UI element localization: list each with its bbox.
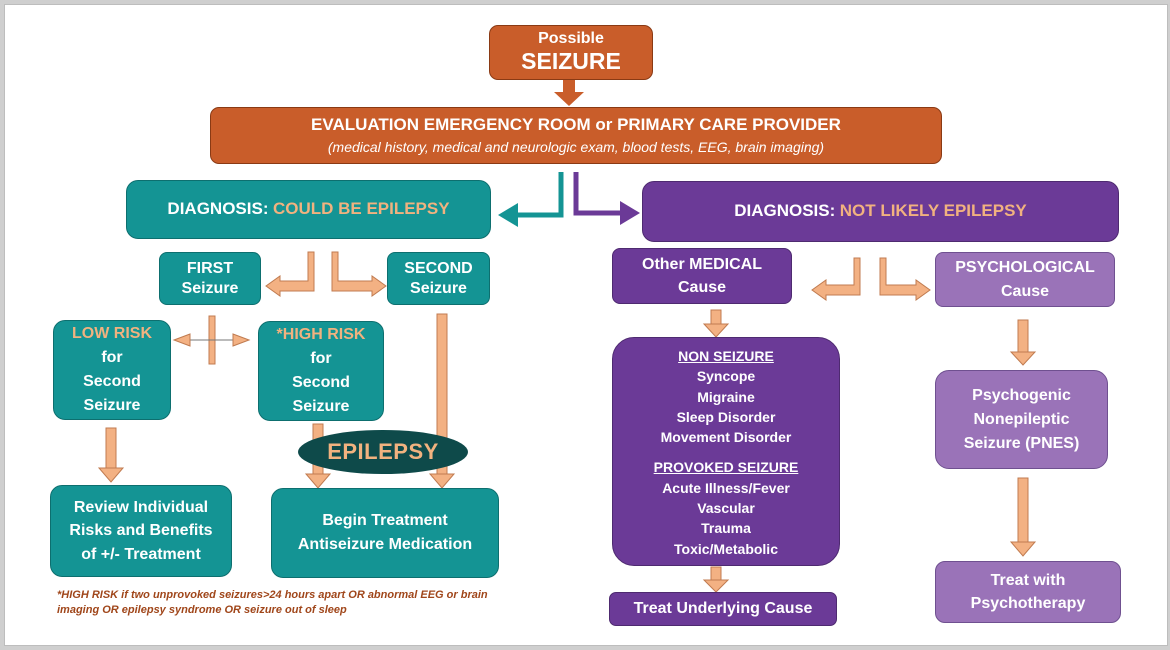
other-medical-label: Other MEDICAL [642, 255, 762, 273]
cause-item: Sleep Disorder [676, 408, 776, 425]
possible-label: Possible [538, 30, 604, 48]
seizure-label: Seizure [292, 398, 350, 415]
arrow-causes-to-treat-underlying [702, 566, 730, 593]
high-risk-box: *HIGH RISK for Second Seizure [258, 321, 384, 421]
cause-item: Movement Disorder [660, 429, 792, 446]
high-risk-label: *HIGH RISK [276, 326, 366, 343]
medical-causes-box: NON SEIZURE Syncope Migraine Sleep Disor… [612, 337, 840, 566]
seizure-label: Seizure [181, 279, 239, 297]
arrow-medical-to-causes [702, 309, 730, 338]
treatment-line-2: Antiseizure Medication [297, 536, 473, 553]
for-label: for [310, 350, 332, 367]
cause-label: Cause [677, 279, 727, 296]
other-medical-cause-box: Other MEDICAL Cause [612, 248, 792, 304]
for-label: for [101, 349, 123, 366]
cause-item: Acute Illness/Fever [662, 479, 790, 496]
arrow-pnes-to-psychotherapy [1009, 477, 1037, 557]
arrow-to-other-medical-cause [811, 257, 861, 301]
footnote-line-1: *HIGH RISK if two unprovoked seizures>24… [57, 589, 488, 601]
arrow-low-risk-to-review [97, 427, 125, 483]
begin-treatment-box: Begin Treatment Antiseizure Medication [271, 488, 499, 578]
second-label: SECOND [404, 260, 473, 278]
review-line-1: Review Individual [73, 499, 209, 517]
pnes-line-1: Psychogenic [972, 386, 1071, 404]
evaluation-title: EVALUATION EMERGENCY ROOM or PRIMARY CAR… [311, 115, 841, 135]
arrow-to-second-seizure [331, 251, 387, 297]
cause-item: Syncope [696, 368, 756, 385]
epilepsy-ellipse: EPILEPSY [298, 430, 468, 474]
pnes-line-2: Nonepileptic [973, 410, 1070, 428]
cause-label: Cause [1000, 282, 1050, 300]
non-seizure-heading: NON SEIZURE [678, 348, 774, 364]
arrow-to-first-seizure [265, 251, 315, 297]
treat-underlying-label: Treat Underlying Cause [633, 600, 813, 618]
evaluation-subtitle: (medical history, medical and neurologic… [327, 138, 825, 155]
arrow-second-to-treatment [428, 313, 456, 489]
cause-item: Trauma [701, 520, 751, 537]
diagnosis-prefix: DIAGNOSIS: [167, 199, 269, 219]
low-risk-label: LOW RISK [72, 325, 152, 342]
diagnosis-prefix: DIAGNOSIS: [734, 201, 836, 221]
first-label: FIRST [186, 260, 234, 278]
cause-item: Toxic/Metabolic [674, 540, 778, 557]
seizure-label: Seizure [83, 397, 141, 414]
arrow-to-not-likely-epilepsy [573, 172, 640, 225]
second-label: Second [292, 374, 350, 391]
review-line-2: Risks and Benefits [69, 522, 213, 540]
first-seizure-box: FIRST Seizure [159, 252, 261, 305]
diagnosis-not-likely-epilepsy: DIAGNOSIS: NOT LIKELY EPILEPSY [642, 181, 1119, 242]
arrow-seizure-to-evaluation [554, 80, 584, 106]
arrow-to-psychological-cause [879, 257, 931, 301]
evaluation-box: EVALUATION EMERGENCY ROOM or PRIMARY CAR… [210, 107, 942, 164]
high-risk-footnote: *HIGH RISK if two unprovoked seizures>24… [57, 588, 537, 619]
epilepsy-label: EPILEPSY [327, 439, 439, 464]
footnote-line-2: imaging OR epilepsy syndrome OR seizure … [57, 604, 347, 617]
pnes-box: Psychogenic Nonepileptic Seizure (PNES) [935, 370, 1108, 469]
diagnosis-value: NOT LIKELY EPILEPSY [839, 201, 1027, 221]
low-risk-box: LOW RISK for Second Seizure [53, 320, 171, 420]
provoked-seizure-heading: PROVOKED SEIZURE [653, 459, 799, 476]
psychotherapy-line-2: Psychotherapy [970, 595, 1086, 612]
diagnosis-value: COULD BE EPILEPSY [272, 199, 450, 219]
diagnosis-could-be-epilepsy: DIAGNOSIS: COULD BE EPILEPSY [126, 180, 491, 239]
psychological-label: PSYCHOLOGICAL [955, 259, 1095, 277]
review-risks-box: Review Individual Risks and Benefits of … [50, 485, 232, 577]
psychotherapy-box: Treat with Psychotherapy [935, 561, 1121, 623]
seizure-label: Seizure [410, 279, 467, 297]
arrow-psychological-to-pnes [1009, 319, 1037, 366]
cause-item: Vascular [697, 500, 755, 517]
possible-seizure-box: Possible SEIZURE [489, 25, 653, 80]
second-seizure-box: SECOND Seizure [387, 252, 490, 305]
seizure-label: SEIZURE [521, 48, 621, 75]
psychological-cause-box: PSYCHOLOGICAL Cause [935, 252, 1115, 307]
treatment-line-1: Begin Treatment [322, 512, 448, 529]
psychotherapy-line-1: Treat with [990, 571, 1066, 589]
treat-underlying-cause-box: Treat Underlying Cause [609, 592, 837, 626]
arrow-to-could-be-epilepsy [498, 172, 564, 227]
review-line-3: of +/- Treatment [81, 545, 201, 563]
second-label: Second [83, 373, 141, 390]
cause-item: Migraine [697, 388, 755, 405]
arrow-low-high-risk [172, 315, 251, 365]
pnes-line-3: Seizure (PNES) [963, 434, 1080, 452]
